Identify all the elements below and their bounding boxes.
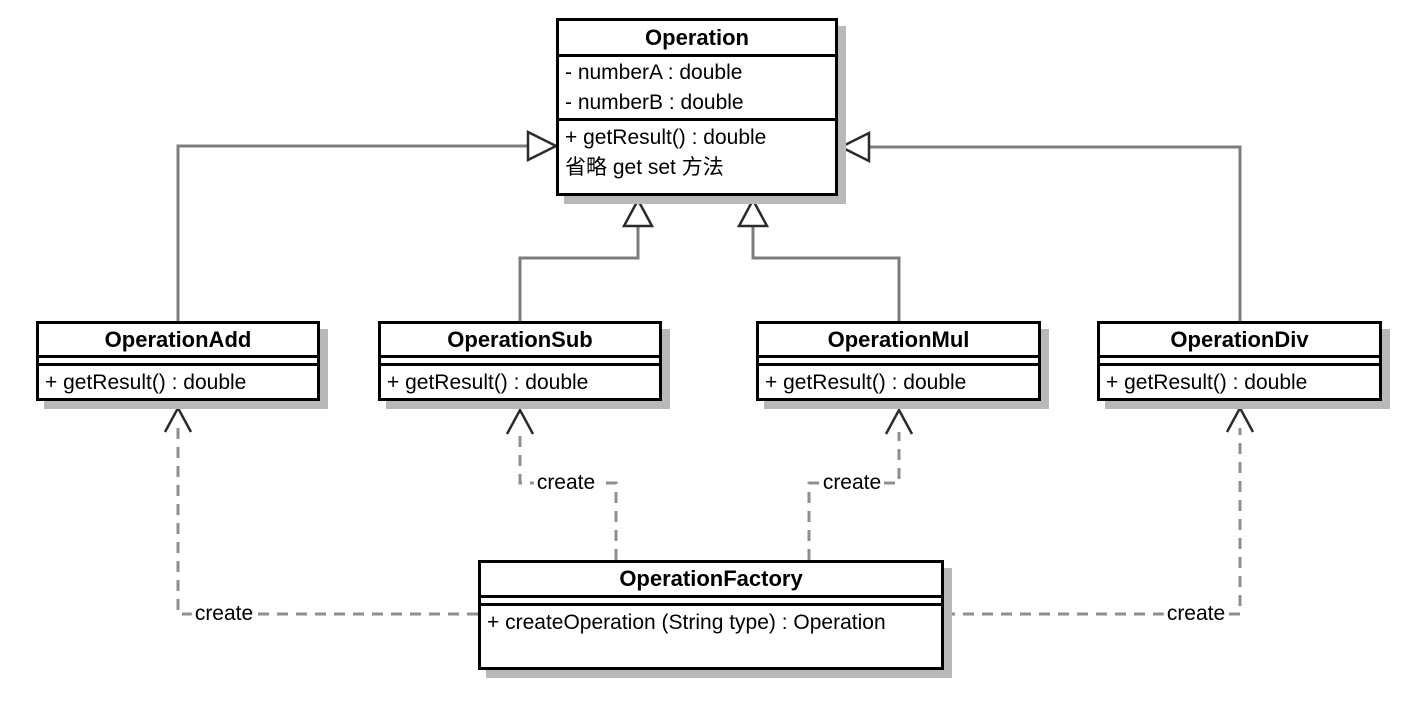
class-name: Operation bbox=[559, 21, 835, 57]
methods-compartment: + createOperation (String type) : Operat… bbox=[481, 606, 941, 638]
class-attribute: - numberA : double bbox=[565, 61, 743, 84]
methods-compartment: + getResult() : double bbox=[381, 366, 659, 398]
open-arrowhead bbox=[1225, 405, 1255, 433]
dependency-arrow-factory-to-div bbox=[944, 405, 1255, 616]
dependency-label-create-add: create bbox=[191, 602, 257, 626]
class-box-operation-sub: OperationSub + getResult() : double bbox=[378, 321, 662, 401]
class-name: OperationAdd bbox=[39, 324, 317, 358]
class-method: + getResult() : double bbox=[387, 371, 589, 394]
class-name: OperationMul bbox=[759, 324, 1038, 358]
inheritance-arrow-div-to-operation bbox=[838, 130, 1242, 321]
dependency-label-create-div: create bbox=[1163, 602, 1229, 626]
class-method: + getResult() : double bbox=[1106, 371, 1308, 394]
class-name: OperationDiv bbox=[1100, 324, 1379, 358]
methods-compartment: + getResult() : double bbox=[759, 366, 1038, 398]
open-arrowhead bbox=[884, 407, 914, 435]
empty-attributes-compartment bbox=[39, 358, 317, 366]
class-method: 省略 get set 方法 bbox=[565, 156, 724, 179]
inheritance-arrow-add-to-operation bbox=[176, 129, 559, 321]
class-method: + getResult() : double bbox=[765, 371, 967, 394]
class-box-operation-add: OperationAdd + getResult() : double bbox=[36, 321, 320, 401]
dependency-arrow-factory-to-add bbox=[163, 405, 478, 616]
methods-compartment: + getResult() : double bbox=[39, 366, 317, 398]
hollow-triangle-arrowhead bbox=[838, 130, 871, 164]
dependency-label-create-mul: create bbox=[819, 471, 885, 495]
empty-attributes-compartment bbox=[1100, 358, 1379, 366]
open-arrowhead bbox=[505, 407, 535, 435]
hollow-triangle-arrowhead bbox=[736, 197, 770, 228]
class-box-operation-factory: OperationFactory + createOperation (Stri… bbox=[478, 560, 944, 670]
methods-compartment: + getResult() : double bbox=[1100, 366, 1379, 398]
class-method: + getResult() : double bbox=[45, 371, 247, 394]
inheritance-arrow-mul-to-operation bbox=[736, 197, 901, 321]
class-name: OperationFactory bbox=[481, 563, 941, 598]
hollow-triangle-arrowhead bbox=[526, 129, 559, 163]
open-arrowhead bbox=[163, 405, 193, 433]
class-box-operation: Operation - numberA : double - numberB :… bbox=[556, 18, 838, 196]
attributes-compartment: - numberA : double - numberB : double bbox=[559, 57, 835, 121]
inheritance-arrow-sub-to-operation bbox=[518, 197, 655, 321]
class-box-operation-mul: OperationMul + getResult() : double bbox=[756, 321, 1041, 401]
empty-attributes-compartment bbox=[381, 358, 659, 366]
class-attribute: - numberB : double bbox=[565, 91, 744, 114]
methods-compartment: + getResult() : double 省略 get set 方法 bbox=[559, 121, 835, 183]
empty-attributes-compartment bbox=[759, 358, 1038, 366]
class-box-operation-div: OperationDiv + getResult() : double bbox=[1097, 321, 1382, 401]
class-method: + createOperation (String type) : Operat… bbox=[487, 611, 886, 634]
class-name: OperationSub bbox=[381, 324, 659, 358]
hollow-triangle-arrowhead bbox=[621, 197, 655, 228]
class-method: + getResult() : double bbox=[565, 126, 767, 149]
dependency-label-create-sub: create bbox=[533, 471, 599, 495]
empty-attributes-compartment bbox=[481, 598, 941, 606]
